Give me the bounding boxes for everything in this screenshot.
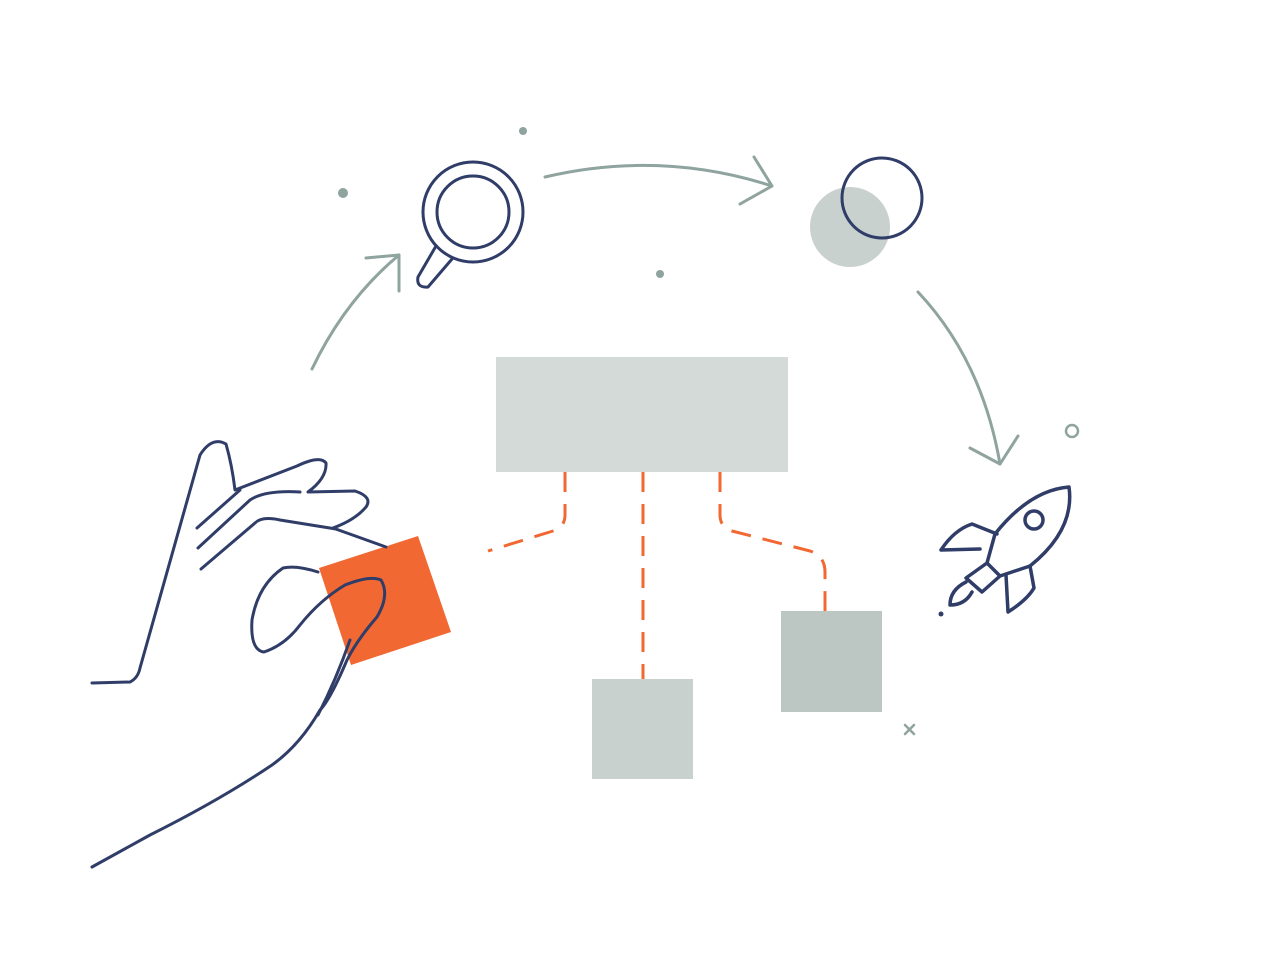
decorative-ring (1064, 423, 1080, 439)
overlapping-circles-icon (810, 156, 924, 267)
dot (938, 611, 944, 617)
decorative-cross (903, 723, 916, 736)
flowchart-bottom-left-block (592, 679, 693, 779)
flowchart-top-block (496, 357, 788, 472)
dashed-connectors (487, 472, 827, 679)
rocket-icon (939, 485, 1072, 614)
dot (519, 127, 527, 135)
arrow-to-rocket (916, 290, 1020, 466)
arrow-to-ideas (543, 155, 774, 206)
dot (338, 188, 348, 198)
hand-holding-note-icon (90, 440, 388, 869)
flowchart-right-block (781, 611, 882, 712)
cycle-arrows (310, 155, 1020, 466)
dot (656, 270, 664, 278)
decorative-dots (338, 127, 944, 617)
magnifier-icon (416, 160, 525, 289)
arrow-to-search (310, 253, 401, 371)
flowchart (487, 357, 882, 779)
